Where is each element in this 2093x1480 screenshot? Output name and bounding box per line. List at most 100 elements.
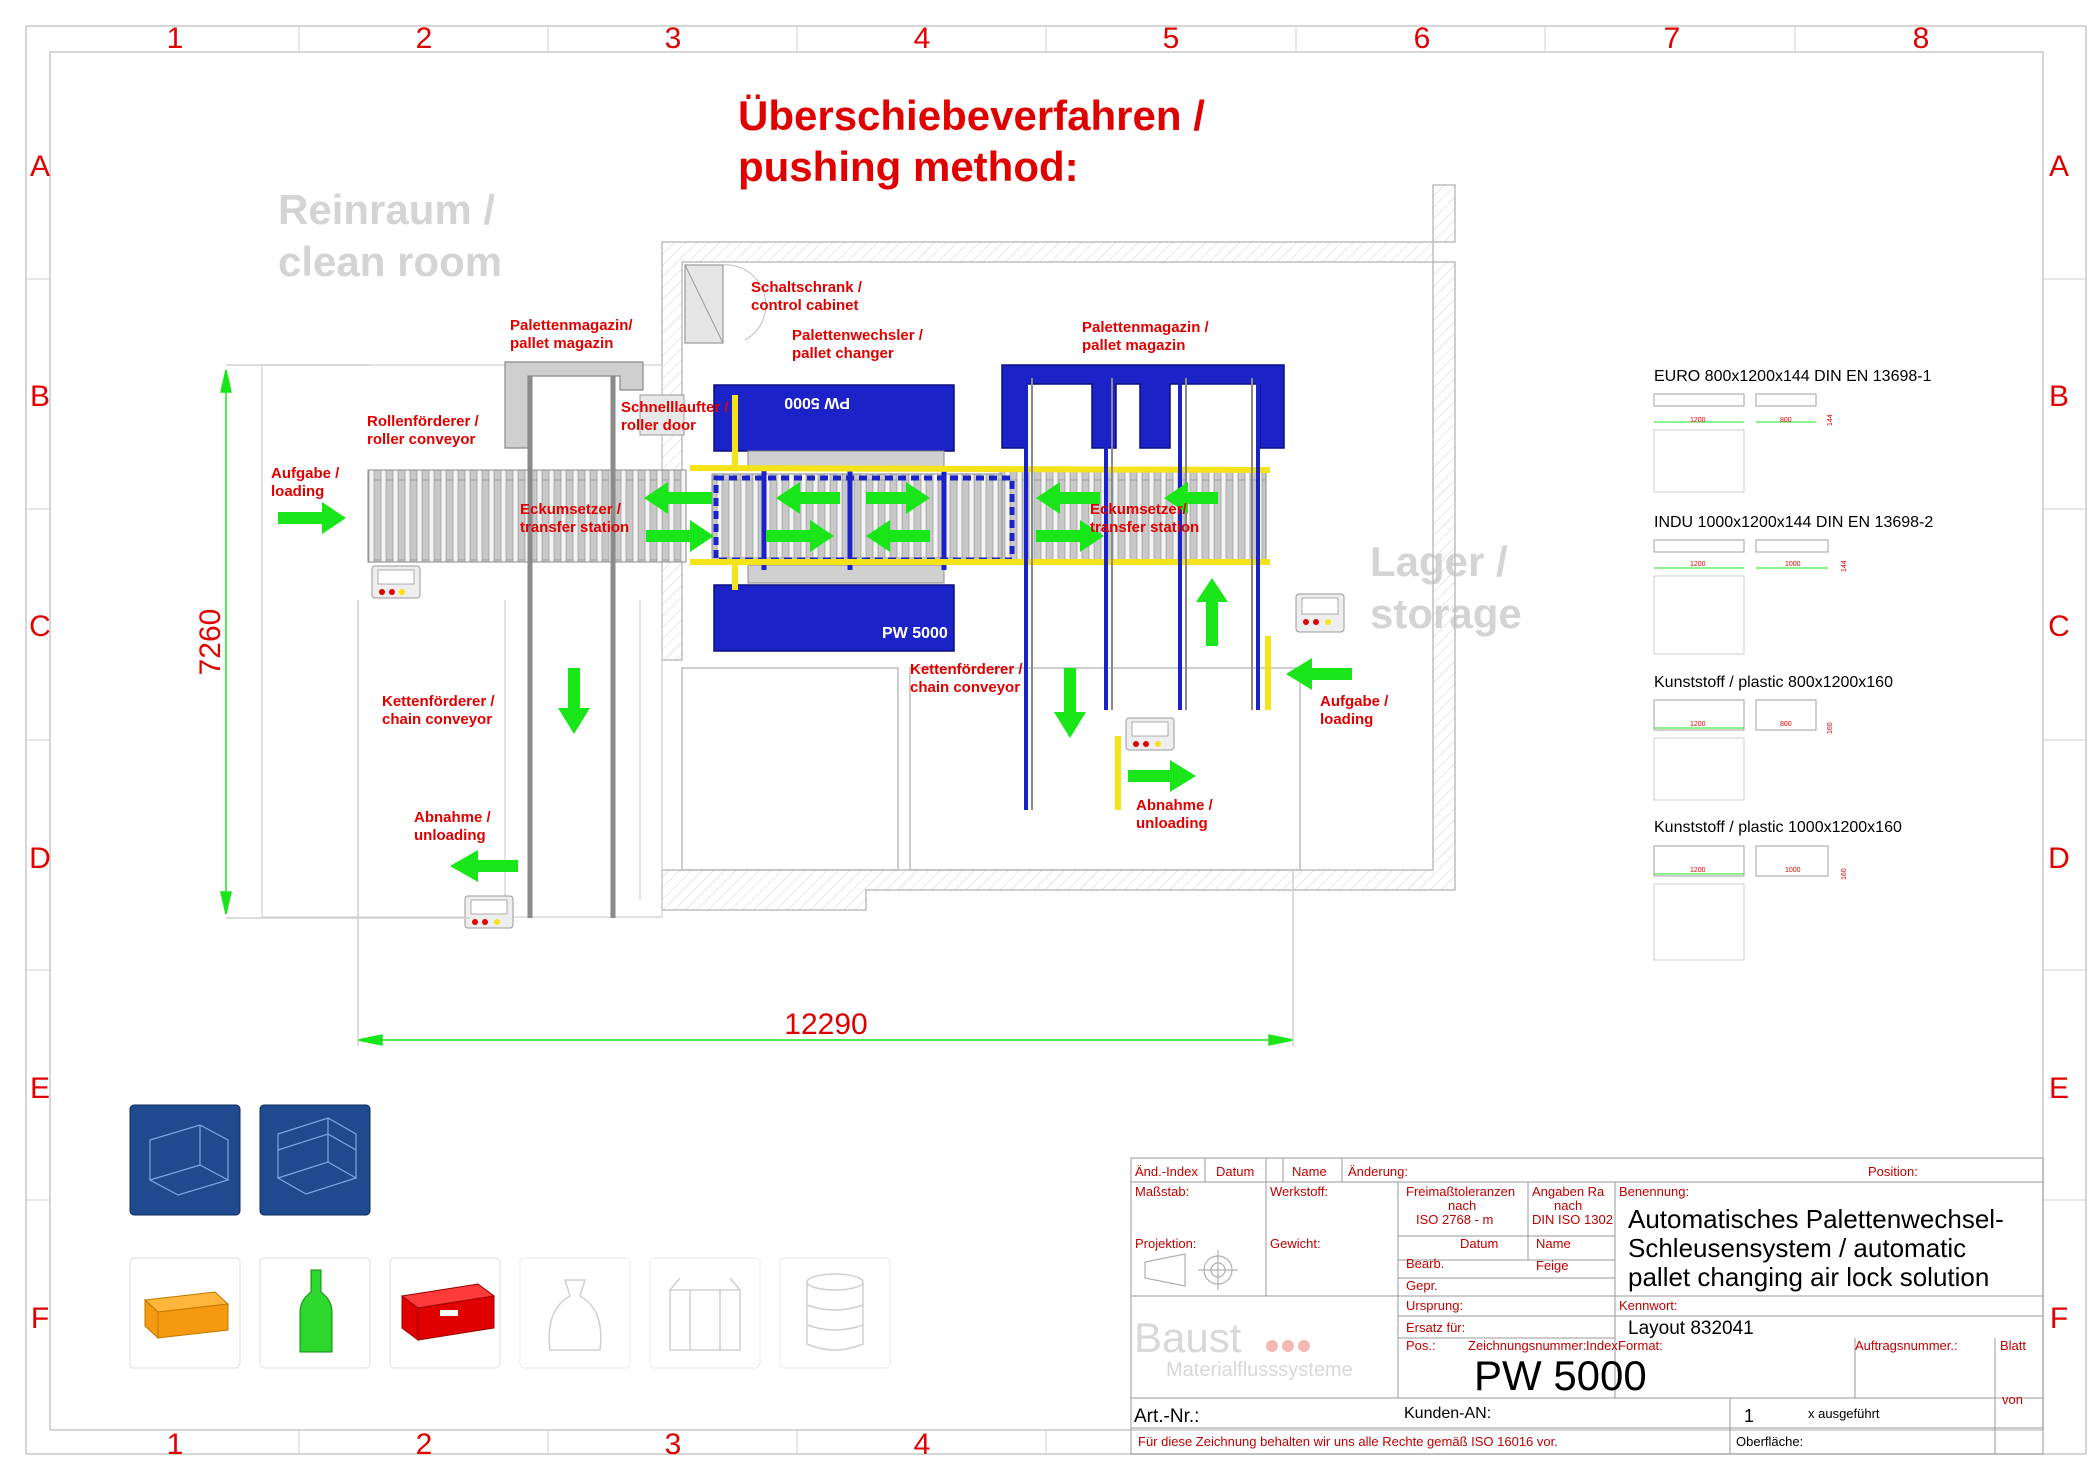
label-roller-1: Rollenförderer /: [367, 413, 480, 430]
tb-massstab: Maßstab:: [1135, 1184, 1189, 1199]
arrow-right-1: [646, 520, 714, 552]
tb-format: Format:: [1618, 1338, 1663, 1353]
grid-col-bottom-4: 4: [914, 1428, 931, 1461]
label-chain-right-1: Kettenförderer /: [910, 661, 1023, 678]
grid-col-5: 5: [1163, 22, 1180, 55]
tb-werkstoff: Werkstoff:: [1270, 1184, 1328, 1199]
label-transfer-right-2: transfer station: [1090, 519, 1199, 536]
pallet-indu-name: INDU 1000x1200x144 DIN EN 13698-2: [1654, 514, 1933, 531]
arrow-right-4: [1036, 520, 1104, 552]
pallet-euro-name: EURO 800x1200x144 DIN EN 13698-1: [1654, 368, 1932, 385]
arrow-down-left: [558, 668, 590, 734]
grid-row-f-right: F: [2050, 1302, 2068, 1335]
label-magazin-left-1: Palettenmagazin/: [510, 317, 633, 334]
pallet-plastic-1000-dim-a: 1200: [1690, 867, 1706, 874]
page-title-line-1: Überschiebeverfahren /: [738, 92, 1205, 139]
label-door-2: roller door: [621, 417, 696, 434]
tb-angaben-3: DIN ISO 1302: [1532, 1212, 1613, 1227]
grid-col-4: 4: [914, 22, 931, 55]
label-transfer-left-2: transfer station: [520, 519, 629, 536]
label-unloading-right-1: Abnahme /: [1136, 797, 1214, 814]
pallet-changer-top-label: PW 5000: [784, 394, 850, 411]
label-changer-2: pallet changer: [792, 345, 894, 362]
pallet-plastic-800-dim-h: 160: [1827, 722, 1834, 734]
label-unloading-right-2: unloading: [1136, 815, 1208, 832]
tb-freimass-2: nach: [1448, 1198, 1476, 1213]
arrow-loading-left: [278, 502, 346, 534]
label-roller-2: roller conveyor: [367, 431, 476, 448]
tb-bearb: Bearb.: [1406, 1256, 1444, 1271]
tb-zeichnungsnummer: Zeichnungsnummer:: [1468, 1338, 1587, 1353]
grid-row-c-right: C: [2048, 610, 2070, 643]
tb-blatt: Blatt: [2000, 1338, 2026, 1353]
arrow-down-right: [1054, 668, 1086, 738]
tb-pos: Pos.:: [1406, 1338, 1436, 1353]
tb-freimass-1: Freimaßtoleranzen: [1406, 1184, 1515, 1199]
projection-symbol-icon: [1144, 1250, 1238, 1290]
tb-auftragsnummer: Auftragsnummer.:: [1855, 1338, 1958, 1353]
arrow-loading-right: [1286, 658, 1352, 690]
grid-col-2: 2: [416, 22, 433, 55]
grid-row-f-left: F: [31, 1302, 49, 1335]
pallet-reference-list: EURO 800x1200x144 DIN EN 13698-1 1200 80…: [1653, 368, 1933, 961]
yellow-rails: [689, 395, 1271, 810]
tb-benennung-line-3: pallet changing air lock solution: [1628, 1262, 1989, 1292]
arrow-unloading-right: [1128, 760, 1196, 792]
grid-row-e-left: E: [30, 1072, 50, 1105]
pallet-magazin-left: [504, 361, 644, 449]
label-magazin-left-2: pallet magazin: [510, 335, 613, 352]
grid-ticks: [26, 26, 2086, 1454]
pallet-indu-dim-h: 144: [1841, 560, 1848, 572]
pallet-plastic-800-name: Kunststoff / plastic 800x1200x160: [1654, 674, 1893, 691]
pallet-changer-frame-bottom: [747, 564, 945, 584]
roller-door: [639, 394, 685, 436]
grid-row-e-right: E: [2049, 1072, 2069, 1105]
label-magazin-right-1: Palettenmagazin /: [1082, 319, 1210, 336]
tb-drawing-number: PW 5000: [1474, 1352, 1647, 1399]
tb-index: Index:: [1586, 1338, 1621, 1353]
pallet-indu-dim-b: 1000: [1785, 561, 1801, 568]
pallet-changer-bottom-label: PW 5000: [882, 625, 948, 642]
pallet-plastic-1000-dim-h: 160: [1841, 868, 1848, 880]
dimension-height: [220, 364, 470, 919]
tb-aenderung: Änderung:: [1348, 1164, 1408, 1179]
roller-conveyor-center: [711, 473, 1003, 559]
pallet-plastic-1000-dim-b: 1000: [1785, 867, 1801, 874]
arrow-up-right: [1196, 578, 1228, 646]
tb-benennung-line-2: Schleusensystem / automatic: [1628, 1233, 1966, 1263]
grid-row-b-left: B: [30, 380, 50, 413]
control-panel-bottom: [464, 895, 514, 929]
pallet-euro-dim-a: 1200: [1690, 417, 1706, 424]
arrow-left-5: [1164, 482, 1218, 514]
tb-freimass-3: ISO 2768 - m: [1416, 1212, 1493, 1227]
label-loading-left-1: Aufgabe /: [271, 465, 340, 482]
tb-ersatz: Ersatz für:: [1406, 1320, 1465, 1335]
tb-von: von: [2002, 1392, 2023, 1407]
tb-count: 1: [1744, 1406, 1754, 1426]
pallet-magazin-right: [1001, 364, 1285, 449]
arrow-right-2: [766, 520, 834, 552]
roller-conveyor-left: [367, 469, 687, 563]
tb-rights: Für diese Zeichnung behalten wir uns all…: [1138, 1434, 1558, 1449]
tb-benennung: Benennung:: [1619, 1184, 1689, 1199]
label-loading-right-2: loading: [1320, 711, 1373, 728]
dimension-width-label: 12290: [784, 1008, 867, 1041]
label-changer-1: Palettenwechsler /: [792, 327, 924, 344]
pallet-changer-top: [713, 384, 955, 452]
grid-col-7: 7: [1664, 22, 1681, 55]
chain-conveyor-left: [527, 376, 616, 918]
tb-aend-index: Änd.-Index: [1135, 1164, 1198, 1179]
zone-cleanroom-line-1: Reinraum /: [278, 186, 495, 233]
control-panel-center: [1125, 717, 1175, 751]
control-panel-left: [371, 565, 421, 599]
tb-bearb-name: Feige: [1536, 1258, 1569, 1273]
company-logo-text: Baust: [1134, 1314, 1242, 1361]
tb-ausgefuehrt: x ausgeführt: [1808, 1406, 1880, 1421]
tb-name-2: Name: [1536, 1236, 1571, 1251]
grid-row-d-right: D: [2048, 842, 2070, 875]
grid-col-bottom-2: 2: [416, 1428, 433, 1461]
grid-col-bottom-3: 3: [665, 1428, 682, 1461]
tb-benennung-line-1: Automatisches Palettenwechsel-: [1628, 1204, 2004, 1234]
label-magazin-right-2: pallet magazin: [1082, 337, 1185, 354]
